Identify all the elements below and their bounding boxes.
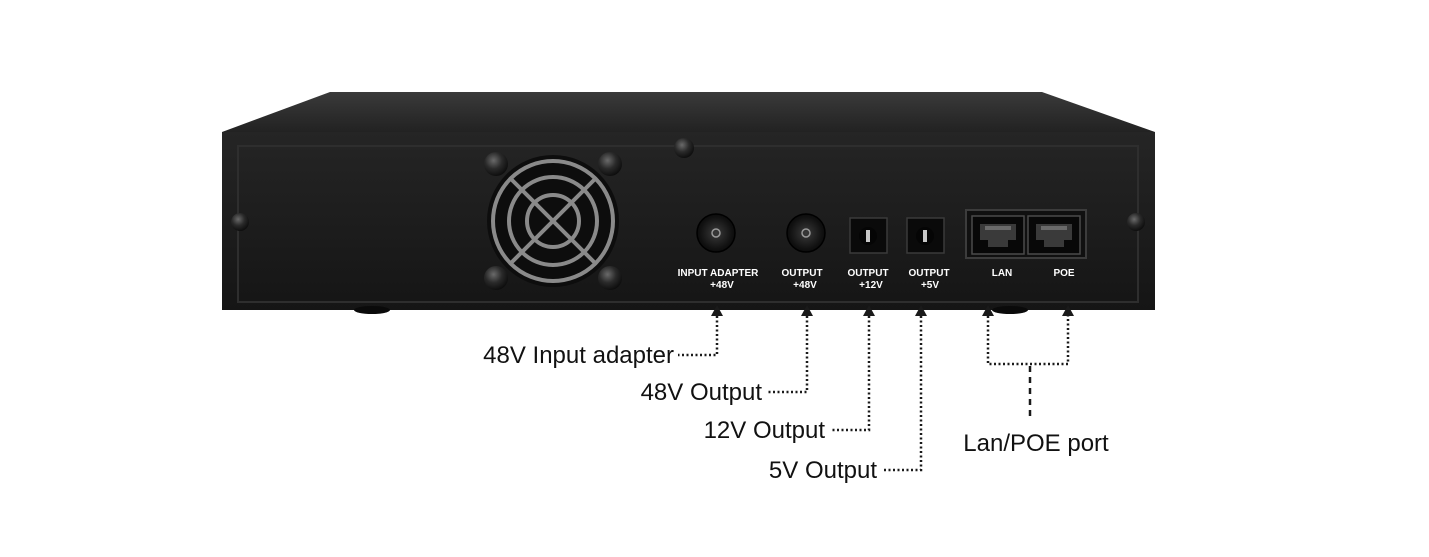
lan-port[interactable] <box>971 215 1025 255</box>
label-input-adapter-line1: INPUT ADAPTER <box>678 268 760 279</box>
callout-output-5v: 5V Output <box>769 457 877 484</box>
arrow-up-icon <box>711 305 723 316</box>
fan-screw-br-icon <box>598 266 622 290</box>
callout-output-48v: 48V Output <box>641 379 763 406</box>
fan-grille-icon <box>484 152 622 290</box>
output-48v-jack[interactable] <box>786 213 826 253</box>
rj45-port-block <box>965 209 1087 259</box>
chassis-foot-right <box>992 306 1028 314</box>
chassis-foot-left <box>354 306 390 314</box>
label-poe: POE <box>1053 268 1074 279</box>
arrow-up-icon <box>1062 305 1074 316</box>
arrow-up-icon <box>982 305 994 316</box>
chassis-top-surface <box>222 92 1155 132</box>
leader-lan-poe-bracket <box>986 316 1070 366</box>
callout-lan-poe-port: Lan/POE port <box>963 430 1109 457</box>
screw-left-icon <box>231 213 249 231</box>
fan-screw-tl-icon <box>484 152 508 176</box>
fan-screw-tr-icon <box>598 152 622 176</box>
label-input-adapter-line2: +48V <box>710 280 734 291</box>
leader-output-48v <box>766 316 809 394</box>
screw-top-icon <box>674 138 694 158</box>
label-output-5v-line1: OUTPUT <box>908 268 949 279</box>
label-output-12v-line1: OUTPUT <box>847 268 888 279</box>
poe-port[interactable] <box>1027 215 1081 255</box>
device-chassis <box>222 92 1155 314</box>
label-output-5v-line2: +5V <box>921 280 939 291</box>
input-adapter-jack[interactable] <box>696 213 736 253</box>
label-output-12v-line2: +12V <box>859 280 883 291</box>
arrow-up-icon <box>863 305 875 316</box>
screw-right-icon <box>1127 213 1145 231</box>
label-lan: LAN <box>992 268 1013 279</box>
fan-screw-bl-icon <box>484 266 508 290</box>
label-output-48v-line2: +48V <box>793 280 817 291</box>
arrow-up-icon <box>915 305 927 316</box>
leader-output-12v <box>830 316 871 432</box>
arrow-up-icon <box>801 305 813 316</box>
leader-input-adapter <box>678 316 719 357</box>
output-12v-jack[interactable] <box>849 217 888 254</box>
callout-output-12v: 12V Output <box>704 417 826 444</box>
leader-output-5v <box>882 316 923 472</box>
callout-input-adapter: 48V Input adapter <box>483 342 674 369</box>
label-output-48v-line1: OUTPUT <box>781 268 822 279</box>
output-5v-jack[interactable] <box>906 217 945 254</box>
